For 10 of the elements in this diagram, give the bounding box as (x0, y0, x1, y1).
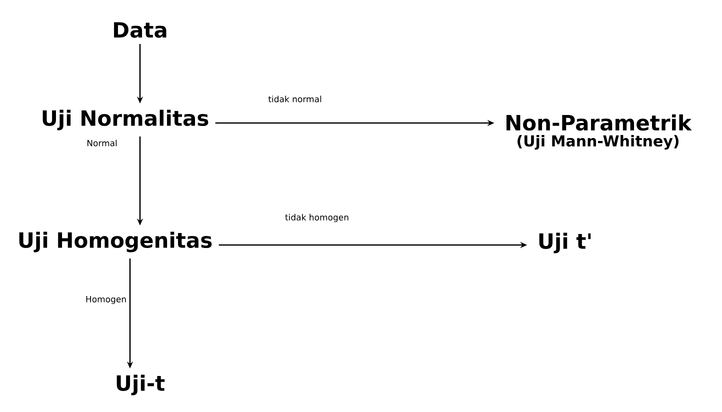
edge-label: tidak homogen (285, 214, 348, 222)
node-label: Uji t' (539, 232, 591, 254)
node-label: Data (114, 22, 166, 38)
node-label: Uji Homogenitas (19, 232, 212, 252)
edge-label: tidak normal (268, 96, 322, 102)
node-label: Uji-t (116, 374, 165, 396)
edge-label: Homogen (86, 296, 126, 304)
edge-label: Normal (87, 140, 117, 146)
node-label: Non-Parametrik (Uji Mann-Whitney) (506, 114, 692, 150)
node-label: Uji Normalitas (42, 110, 208, 130)
